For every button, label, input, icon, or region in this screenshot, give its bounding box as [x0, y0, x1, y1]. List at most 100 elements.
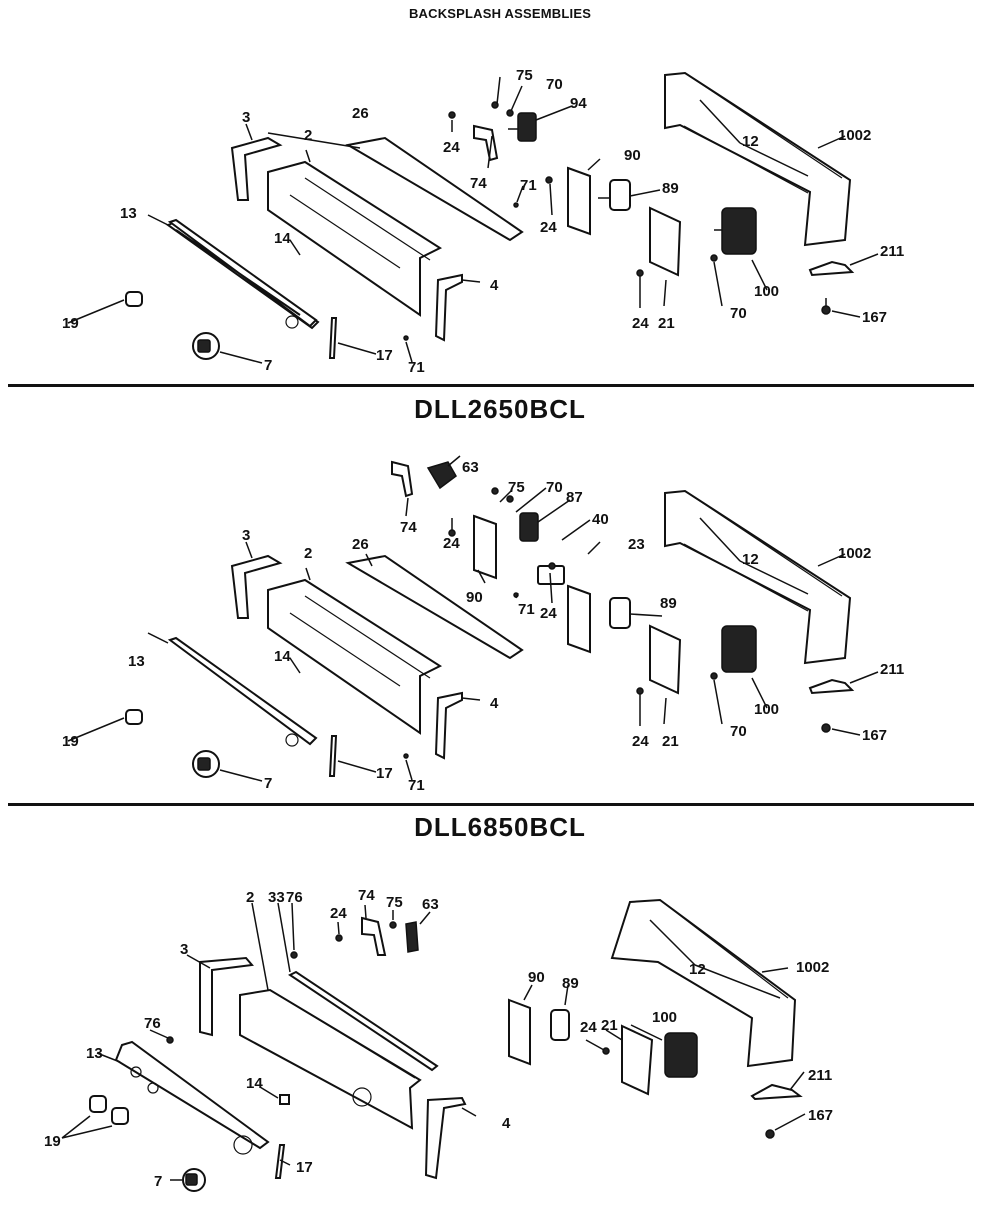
graphic-panel	[114, 1040, 270, 1150]
callout-24c: 24	[632, 315, 649, 332]
callout-7: 7	[264, 357, 272, 374]
callout-12: 12	[742, 551, 759, 568]
callout-74: 74	[470, 175, 487, 192]
top-cover	[345, 554, 524, 660]
rotary-switch	[550, 1009, 570, 1041]
knob-small	[125, 291, 143, 307]
callout-24b: 24	[540, 605, 557, 622]
switch	[517, 112, 537, 142]
rotary-switch	[609, 597, 631, 629]
callout-24: 24	[330, 905, 347, 922]
timer	[721, 625, 757, 673]
control-panel-housing	[267, 578, 443, 735]
callout-1002: 1002	[796, 959, 829, 976]
control-panel-housing	[239, 988, 422, 1130]
callout-211: 211	[880, 243, 904, 260]
callout-90: 90	[528, 969, 545, 986]
mounting-plate	[508, 998, 531, 1066]
callout-71b: 71	[408, 359, 425, 376]
mounting-plate	[473, 514, 497, 580]
screw	[765, 1129, 775, 1139]
callout-19: 19	[62, 315, 79, 332]
callout-167: 167	[808, 1107, 833, 1124]
callout-89: 89	[662, 180, 679, 197]
switch-87	[519, 512, 539, 542]
callout-40: 40	[592, 511, 609, 528]
hinge	[808, 260, 855, 277]
callout-2: 2	[304, 545, 312, 562]
end-cap-left	[230, 136, 283, 201]
callout-14: 14	[274, 648, 291, 665]
knob-small	[89, 1095, 107, 1113]
timer-bracket	[649, 206, 682, 277]
bracket	[391, 460, 414, 498]
timer	[721, 207, 757, 255]
callout-167: 167	[862, 727, 887, 744]
callout-211: 211	[808, 1067, 832, 1084]
end-cap-right	[434, 691, 463, 760]
control-panel-housing	[267, 160, 443, 317]
section-divider	[8, 803, 974, 806]
hinge	[750, 1083, 803, 1101]
callout-17: 17	[296, 1159, 313, 1176]
page-title: BACKSPLASH ASSEMBLIES	[408, 6, 592, 21]
timer	[664, 1032, 698, 1078]
link	[328, 317, 338, 359]
callout-12: 12	[689, 961, 706, 978]
callout-100: 100	[754, 701, 779, 718]
hinge	[808, 678, 855, 695]
callout-63: 63	[462, 459, 479, 476]
callout-71: 71	[520, 177, 537, 194]
link	[328, 735, 338, 777]
callout-2: 2	[304, 127, 312, 144]
link	[274, 1144, 286, 1179]
callout-70: 70	[546, 479, 563, 496]
callout-90: 90	[624, 147, 641, 164]
callout-89: 89	[562, 975, 579, 992]
callout-12: 12	[742, 133, 759, 150]
clip	[279, 1094, 290, 1105]
callout-4: 4	[490, 695, 499, 712]
graphic-panel	[167, 636, 318, 746]
callout-89: 89	[660, 595, 677, 612]
callout-26: 26	[352, 105, 369, 122]
section-3-assembly: 2 33 76 24 74 75 63 3 90 89 24 21 100 12…	[44, 887, 833, 1192]
callout-3: 3	[180, 941, 188, 958]
callout-74: 74	[358, 887, 375, 904]
callout-71: 71	[518, 601, 535, 618]
callout-23: 23	[628, 536, 645, 553]
callout-75: 75	[386, 894, 403, 911]
callout-75: 75	[508, 479, 525, 496]
callout-19: 19	[62, 733, 79, 750]
callout-14: 14	[274, 230, 291, 247]
callout-2: 2	[246, 889, 254, 906]
section-1-assembly: 3 26 2 24 74 75 70 94 71 24 90 89 12 100…	[62, 67, 904, 376]
callout-71b: 71	[408, 777, 425, 794]
callout-211: 211	[880, 661, 904, 678]
callout-19: 19	[44, 1133, 61, 1150]
backsplash-cover	[664, 489, 852, 665]
rotary-switch	[609, 179, 631, 211]
section-2-assembly: 63 75 70 87 74 24 90 40 23 89 26 3 2 71 …	[62, 455, 904, 794]
callout-3: 3	[242, 527, 250, 544]
knob-small	[111, 1107, 129, 1125]
callout-4: 4	[490, 277, 499, 294]
callout-94: 94	[570, 95, 587, 112]
backsplash-cover	[610, 898, 797, 1068]
callout-17: 17	[376, 765, 393, 782]
end-cap-left	[230, 554, 283, 619]
callout-63: 63	[422, 896, 439, 913]
callout-24c: 24	[632, 733, 649, 750]
callout-100: 100	[754, 283, 779, 300]
callout-24b: 24	[540, 219, 557, 236]
callout-76b: 76	[144, 1015, 161, 1032]
knob-small	[125, 709, 143, 725]
callout-21: 21	[601, 1017, 618, 1034]
callout-26: 26	[352, 536, 369, 553]
model-heading-dll6850bcl: DLL6850BCL	[414, 812, 586, 842]
screw	[821, 305, 831, 315]
bracket	[473, 124, 499, 162]
callout-1002: 1002	[838, 127, 871, 144]
callout-167: 167	[862, 309, 887, 326]
trim-strip	[288, 970, 439, 1072]
